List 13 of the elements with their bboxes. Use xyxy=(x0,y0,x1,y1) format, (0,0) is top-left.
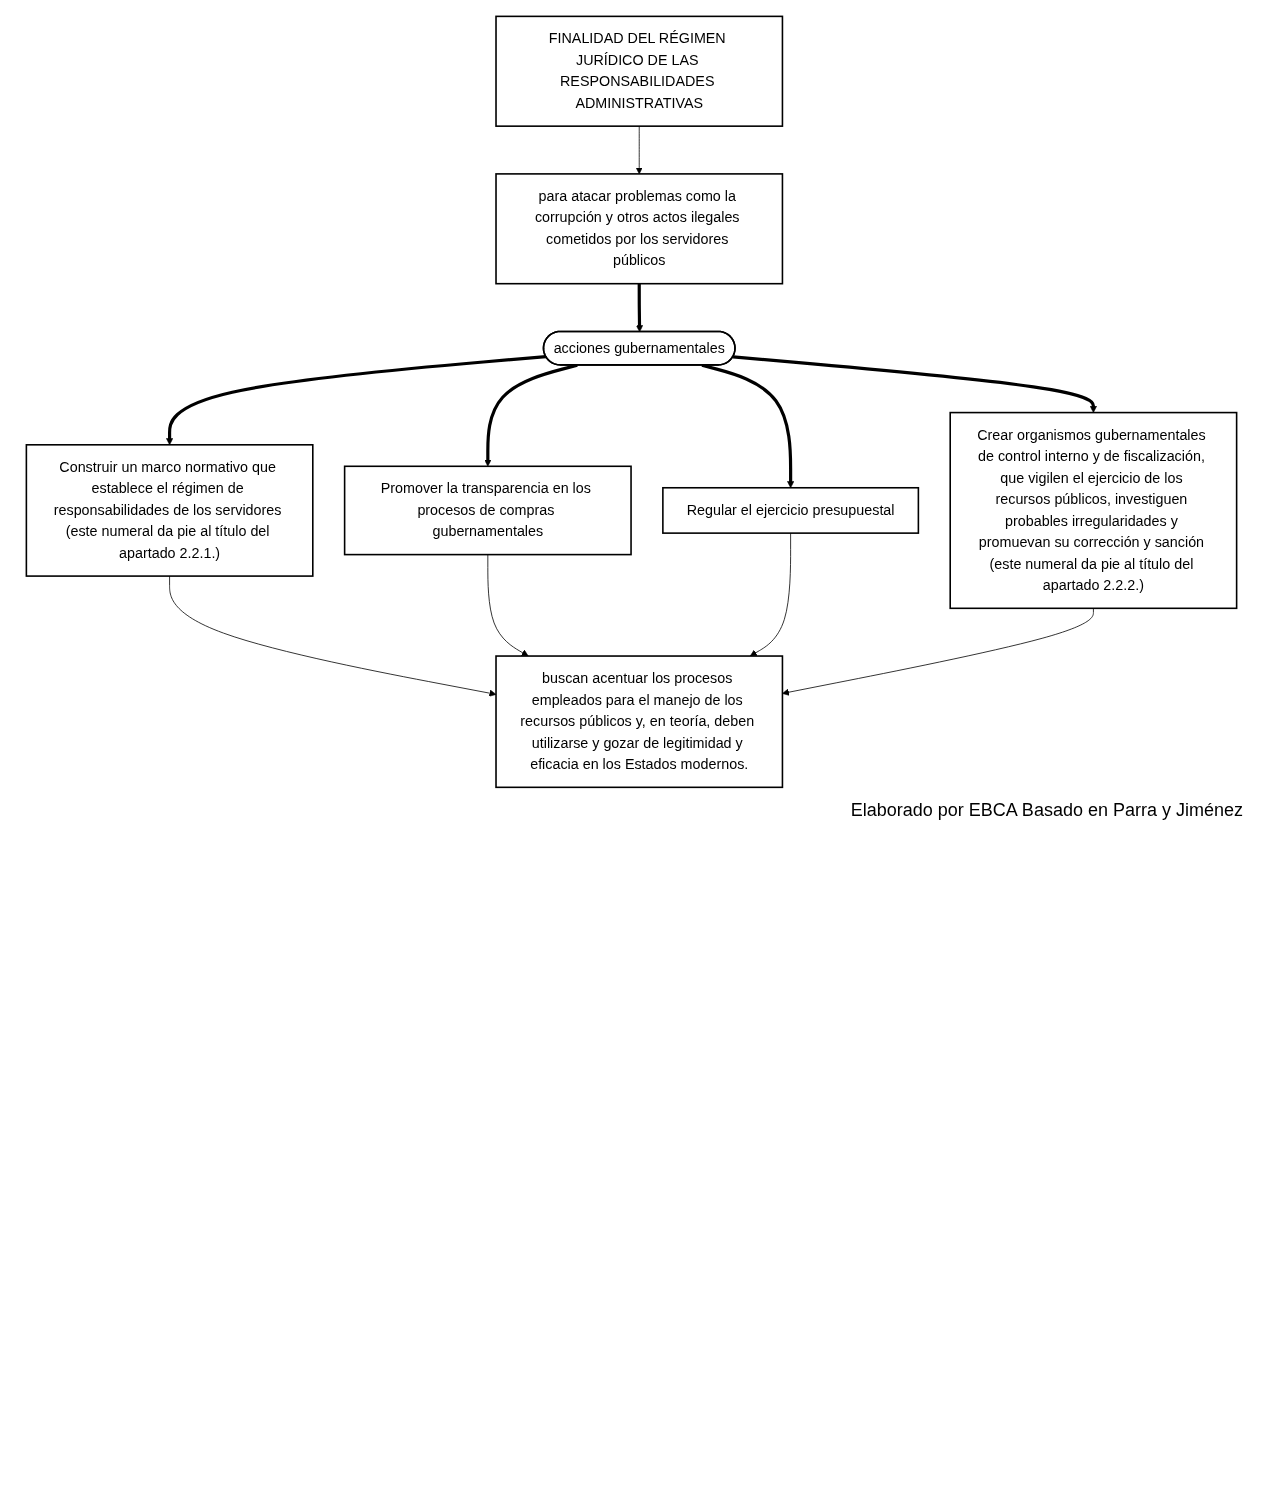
node-box: Crear organismos gubernamentales de control interno y de fiscalización, que vigilen el ejercicio de los recursos públicos, investiguen probables irregularidades y promuevan su corrección y sanción (este numeral da pie al título del apartado 2.2.2.) xyxy=(949,411,1238,610)
arrow xyxy=(701,363,795,489)
source-caption: Elaborado por EBCA Basado en Parra y Jiménez xyxy=(849,799,1243,821)
arrow xyxy=(732,355,1097,413)
node-box: FINALIDAD DEL RÉGIMEN JURÍDICO DE LAS RESPONSABILIDADES ADMINISTRATIVAS xyxy=(495,15,784,127)
node-box: para atacar problemas como la corrupción y otros actos ilegales cometidos por los servidores públicos xyxy=(495,173,784,285)
arrow xyxy=(166,355,547,446)
node-box: Regular el ejercicio presupuestal xyxy=(662,486,920,534)
node-box: buscan acentuar los procesos empleados para el manejo de los recursos públicos y, en teoría, deben utilizarse y gozar de legitimidad y eficacia en los Estados modernos. xyxy=(495,655,784,789)
arrow xyxy=(484,363,578,467)
node-box: Promover la transparencia en los procesos de compras gubernamentales xyxy=(343,465,632,556)
node-box: Construir un marco normativo que establece el régimen de responsabilidades de los servidores (este numeral da pie al título del apartado 2.2.1.) xyxy=(25,444,314,577)
arrow xyxy=(636,283,643,333)
